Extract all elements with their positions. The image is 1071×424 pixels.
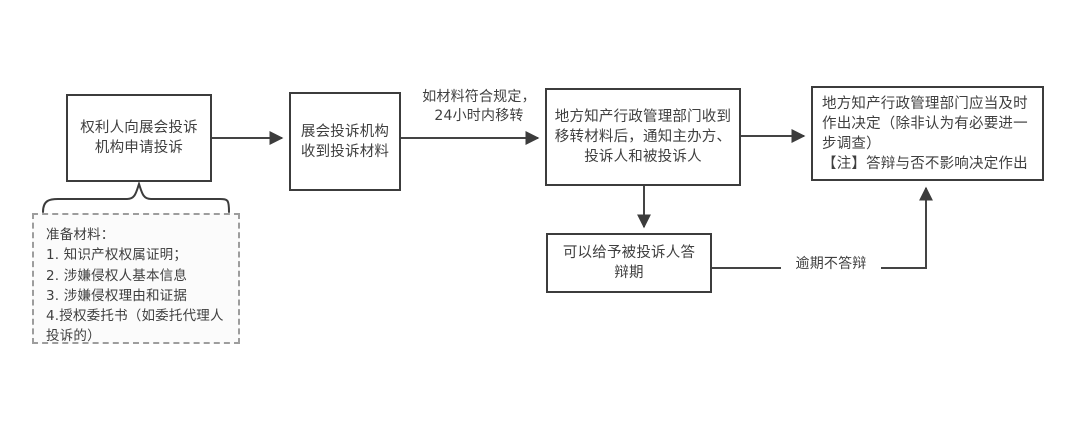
node-reply-label: 可以给予被投诉人答 辩期	[562, 245, 696, 281]
curly-brace-connector	[42, 180, 230, 213]
node-local-authority-notifies[interactable]: 地方知产行政管理部门收到 移转材料后，通知主办方、 投诉人和被投诉人	[545, 88, 741, 186]
node-complaint-office-receives[interactable]: 展会投诉机构 收到投诉材料	[289, 92, 401, 191]
node-decision-label: 地方知产行政管理部门应当及时 作出决定（除非认为有必要进一 步调查） 【注】答辩…	[822, 95, 1028, 172]
node-receive-label: 展会投诉机构 收到投诉材料	[300, 123, 390, 160]
node-authority-decision[interactable]: 地方知产行政管理部门应当及时 作出决定（除非认为有必要进一 步调查） 【注】答辩…	[811, 86, 1044, 181]
note-required-materials: 准备材料： 1. 知识产权权属证明； 2. 涉嫌侵权人基本信息 3. 涉嫌侵权理…	[32, 213, 240, 344]
node-reply-period[interactable]: 可以给予被投诉人答 辩期	[546, 233, 712, 293]
edge-label-overdue: 逾期不答辩	[781, 255, 881, 274]
node-notify-label: 地方知产行政管理部门收到 移转材料后，通知主办方、 投诉人和被投诉人	[554, 109, 732, 165]
node-applicant-label: 权利人向展会投诉 机构申请投诉	[80, 120, 198, 156]
edge-label-transfer: 如材料符合规定， 24小时内移转	[422, 89, 536, 124]
node-applicant-files-complaint[interactable]: 权利人向展会投诉 机构申请投诉	[66, 94, 212, 182]
